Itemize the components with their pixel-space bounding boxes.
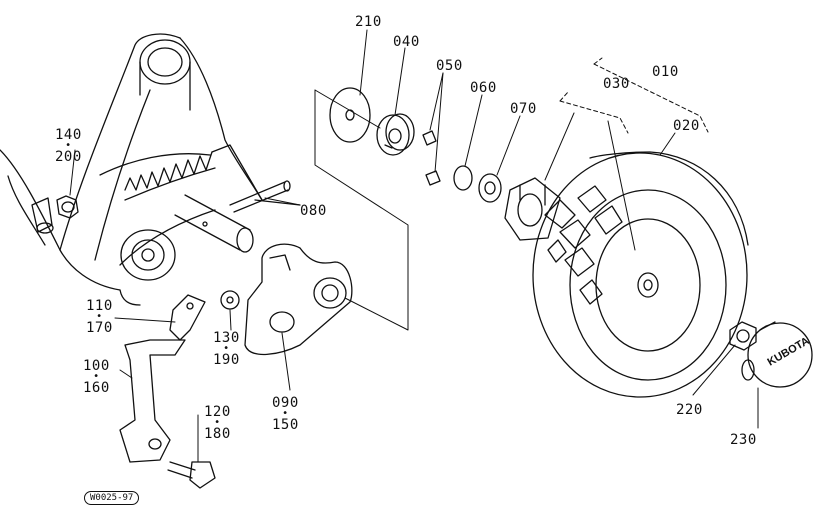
- callout-130-190: 130 • 190: [213, 330, 240, 368]
- callout-050: 050: [436, 58, 463, 74]
- hub-parts-bracket: [314, 89, 409, 331]
- callout-040: 040: [393, 34, 420, 50]
- callout-140-200: 140 • 200: [55, 127, 82, 165]
- washer-070: [478, 173, 502, 203]
- clip-110: [169, 294, 206, 341]
- callout-090-150: 090 • 150: [272, 395, 299, 433]
- bracket-100: [119, 339, 186, 463]
- deck-frame: [0, 33, 263, 306]
- callout-010: 010: [652, 64, 679, 80]
- callout-070: 070: [510, 101, 537, 117]
- callout-160: 160: [83, 380, 110, 396]
- callout-020: 020: [673, 118, 700, 134]
- callout-120: 120: [204, 404, 231, 420]
- height-adjust-rack: [124, 144, 263, 201]
- bushing-040: [376, 113, 415, 156]
- washer-130: [220, 290, 240, 310]
- bolt-120: [167, 461, 216, 489]
- callout-090: 090: [272, 395, 299, 411]
- callout-110-170: 110 • 170: [86, 298, 113, 336]
- hub-insert-030: [504, 177, 561, 241]
- axle-tube: [174, 194, 254, 253]
- callout-210: 210: [355, 14, 382, 30]
- frame-upper-boss: [139, 39, 191, 111]
- callout-100-160: 100 • 160: [83, 358, 110, 396]
- callout-170: 170: [86, 320, 113, 336]
- disc-210: [329, 87, 371, 143]
- callout-200: 200: [55, 149, 82, 165]
- nut-140: [56, 195, 79, 219]
- callout-230: 230: [730, 432, 757, 448]
- callout-130: 130: [213, 330, 240, 346]
- callout-100: 100: [83, 358, 110, 374]
- callout-120-180: 120 • 180: [204, 404, 231, 442]
- rear-wheel-020: [532, 151, 749, 398]
- assembly-grouping-brackets: [559, 57, 709, 134]
- frame-pulley: [120, 229, 176, 281]
- callout-140: 140: [55, 127, 82, 143]
- callout-080: 080: [300, 203, 327, 219]
- wheel-arm-090: [244, 243, 353, 356]
- leader-lines: [69, 29, 759, 463]
- wheel-logo-text: KUBOTA: [766, 335, 812, 369]
- callout-060: 060: [470, 80, 497, 96]
- callout-190: 190: [213, 352, 240, 368]
- drawing-reference-code: W0025-97: [84, 491, 140, 505]
- pin-080: [229, 180, 301, 213]
- ring-060: [453, 165, 473, 191]
- callout-150: 150: [272, 417, 299, 433]
- hub-cap-230: [741, 321, 813, 388]
- callout-180: 180: [204, 426, 231, 442]
- callout-220: 220: [676, 402, 703, 418]
- callout-030: 030: [603, 76, 630, 92]
- nut-220: [729, 321, 757, 351]
- callout-110: 110: [86, 298, 113, 314]
- keys-050: [422, 130, 441, 186]
- end-cap-left: [31, 197, 54, 234]
